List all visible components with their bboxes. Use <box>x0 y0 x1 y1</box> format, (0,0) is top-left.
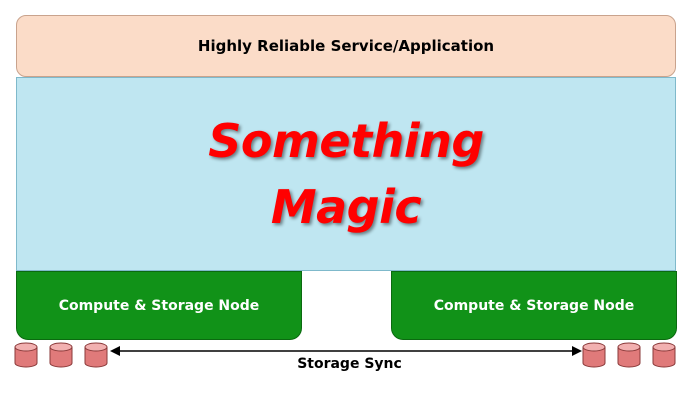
node-label-left: Compute & Storage Node <box>58 297 260 314</box>
storage-sync-label: Storage Sync <box>297 356 402 372</box>
node-label-right: Compute & Storage Node <box>433 297 635 314</box>
magic-layer: Something Magic <box>16 77 676 271</box>
service-application-label: Highly Reliable Service/Application <box>197 37 495 55</box>
magic-line-1: Something <box>208 114 484 168</box>
database-cylinder-icon <box>652 342 676 368</box>
compute-storage-node-right: Compute & Storage Node <box>391 271 677 340</box>
database-cylinder-icon <box>49 342 73 368</box>
storage-disks-left <box>14 342 110 370</box>
magic-line-2: Magic <box>270 180 422 234</box>
database-cylinder-icon <box>582 342 606 368</box>
storage-disks-right <box>582 342 678 370</box>
database-cylinder-icon <box>84 342 108 368</box>
database-cylinder-icon <box>617 342 641 368</box>
database-cylinder-icon <box>14 342 38 368</box>
storage-sync-arrow <box>110 346 582 356</box>
compute-storage-node-left: Compute & Storage Node <box>16 271 302 340</box>
service-application-layer: Highly Reliable Service/Application <box>16 15 676 77</box>
